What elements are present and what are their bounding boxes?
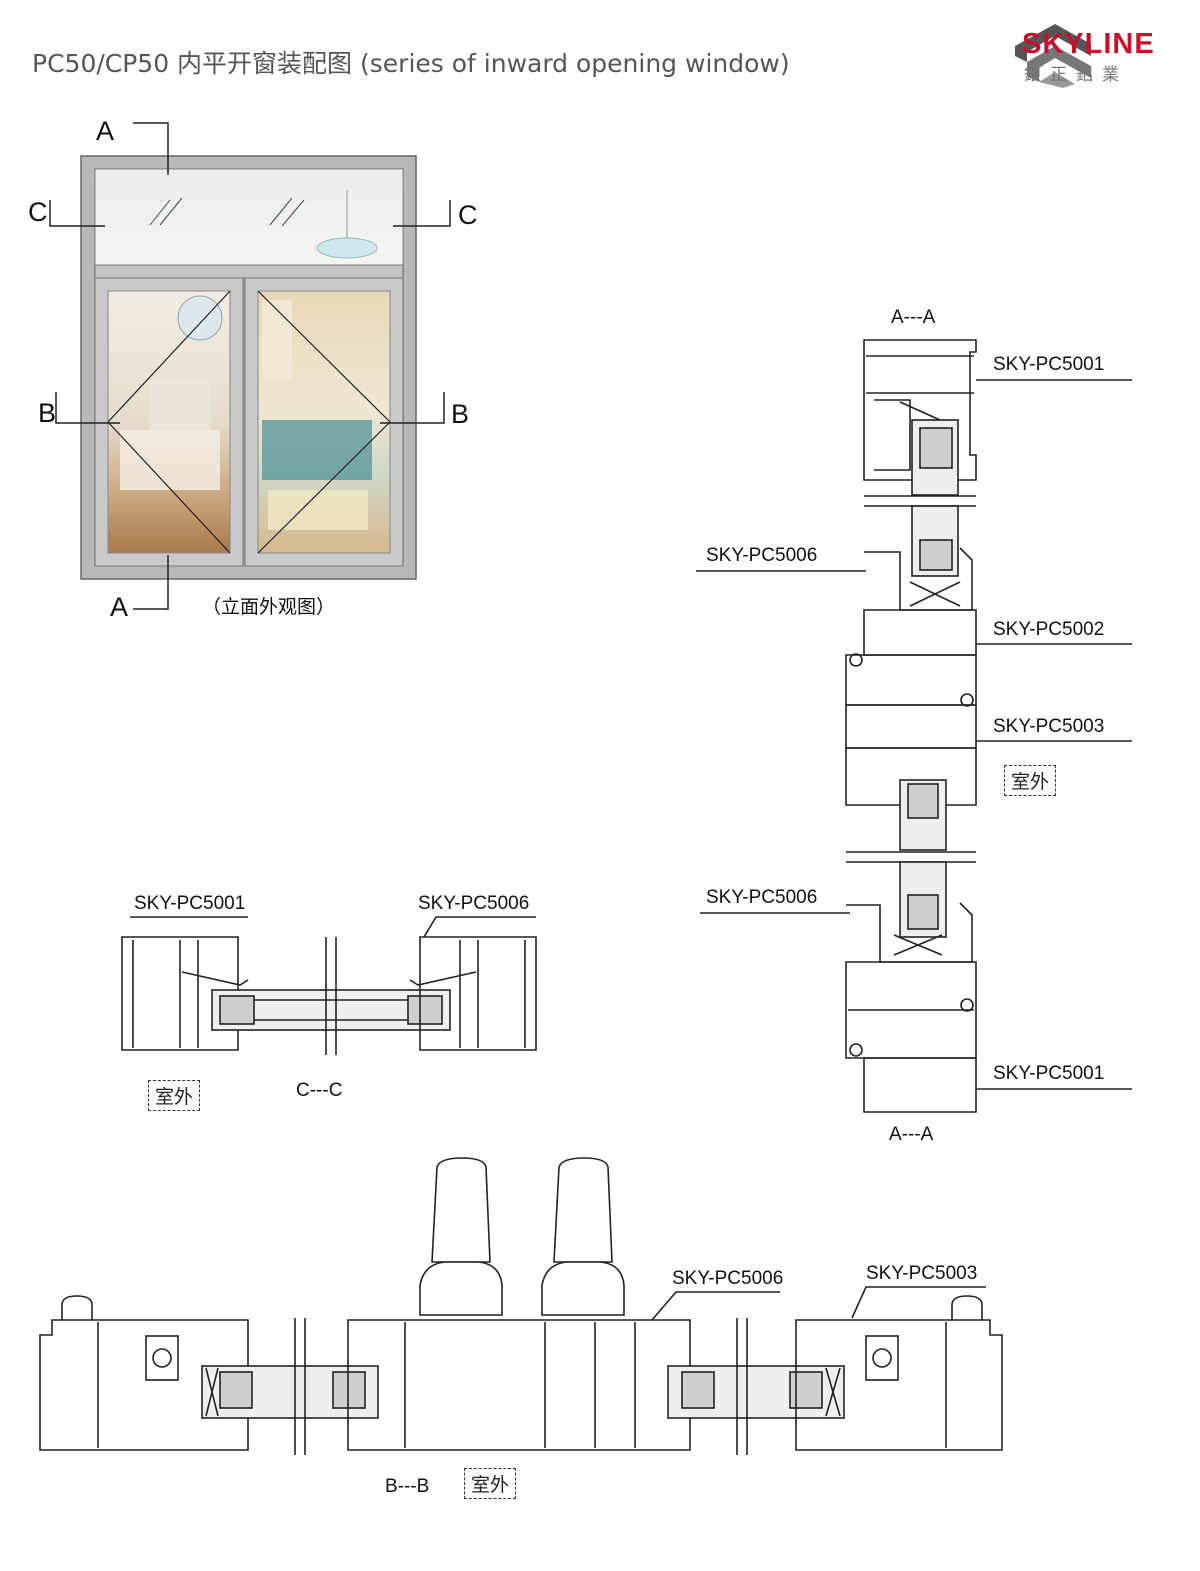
section-aa-label-pc5006-upper: SKY-PC5006: [706, 545, 818, 566]
section-aa-outside-label: 室外: [1004, 765, 1057, 796]
brand-name: SKYLINE: [1022, 28, 1155, 60]
section-aa-label-pc5001-top: SKY-PC5001: [993, 354, 1105, 375]
elevation-caption: （立面外观图）: [202, 596, 336, 618]
section-bb-label-pc5006: SKY-PC5006: [672, 1268, 784, 1289]
section-mark-b-left: B: [38, 398, 57, 428]
section-mark-c-left: C: [28, 197, 48, 227]
section-aa-label-pc5002: SKY-PC5002: [993, 619, 1105, 640]
section-cc-label-pc5001: SKY-PC5001: [134, 893, 246, 914]
section-cc-label-pc5006: SKY-PC5006: [418, 893, 530, 914]
section-bb-label-pc5003: SKY-PC5003: [866, 1263, 978, 1284]
section-aa-label-pc5006-lower: SKY-PC5006: [706, 887, 818, 908]
section-cc-title: C---C: [296, 1080, 343, 1101]
section-mark-b-right: B: [451, 399, 470, 429]
section-aa-label-pc5003: SKY-PC5003: [993, 716, 1105, 737]
section-bb-outside-label: 室外: [464, 1468, 517, 1499]
section-aa-title-bottom: A---A: [889, 1124, 934, 1145]
section-mark-a-top: A: [96, 116, 115, 146]
brand-logo-icon: [1015, 24, 1091, 88]
brand-chinese-name: 銀正鋁業: [1024, 65, 1128, 85]
section-mark-c-right: C: [458, 200, 478, 230]
page-title: PC50/CP50 内平开窗装配图 (series of inward open…: [32, 49, 790, 78]
section-cc-outside-label: 室外: [148, 1080, 201, 1111]
section-aa-title-top: A---A: [891, 307, 936, 328]
section-mark-a-bottom: A: [110, 592, 129, 622]
section-bb-title: B---B: [385, 1476, 430, 1497]
section-aa-label-pc5001-bottom: SKY-PC5001: [993, 1063, 1105, 1084]
